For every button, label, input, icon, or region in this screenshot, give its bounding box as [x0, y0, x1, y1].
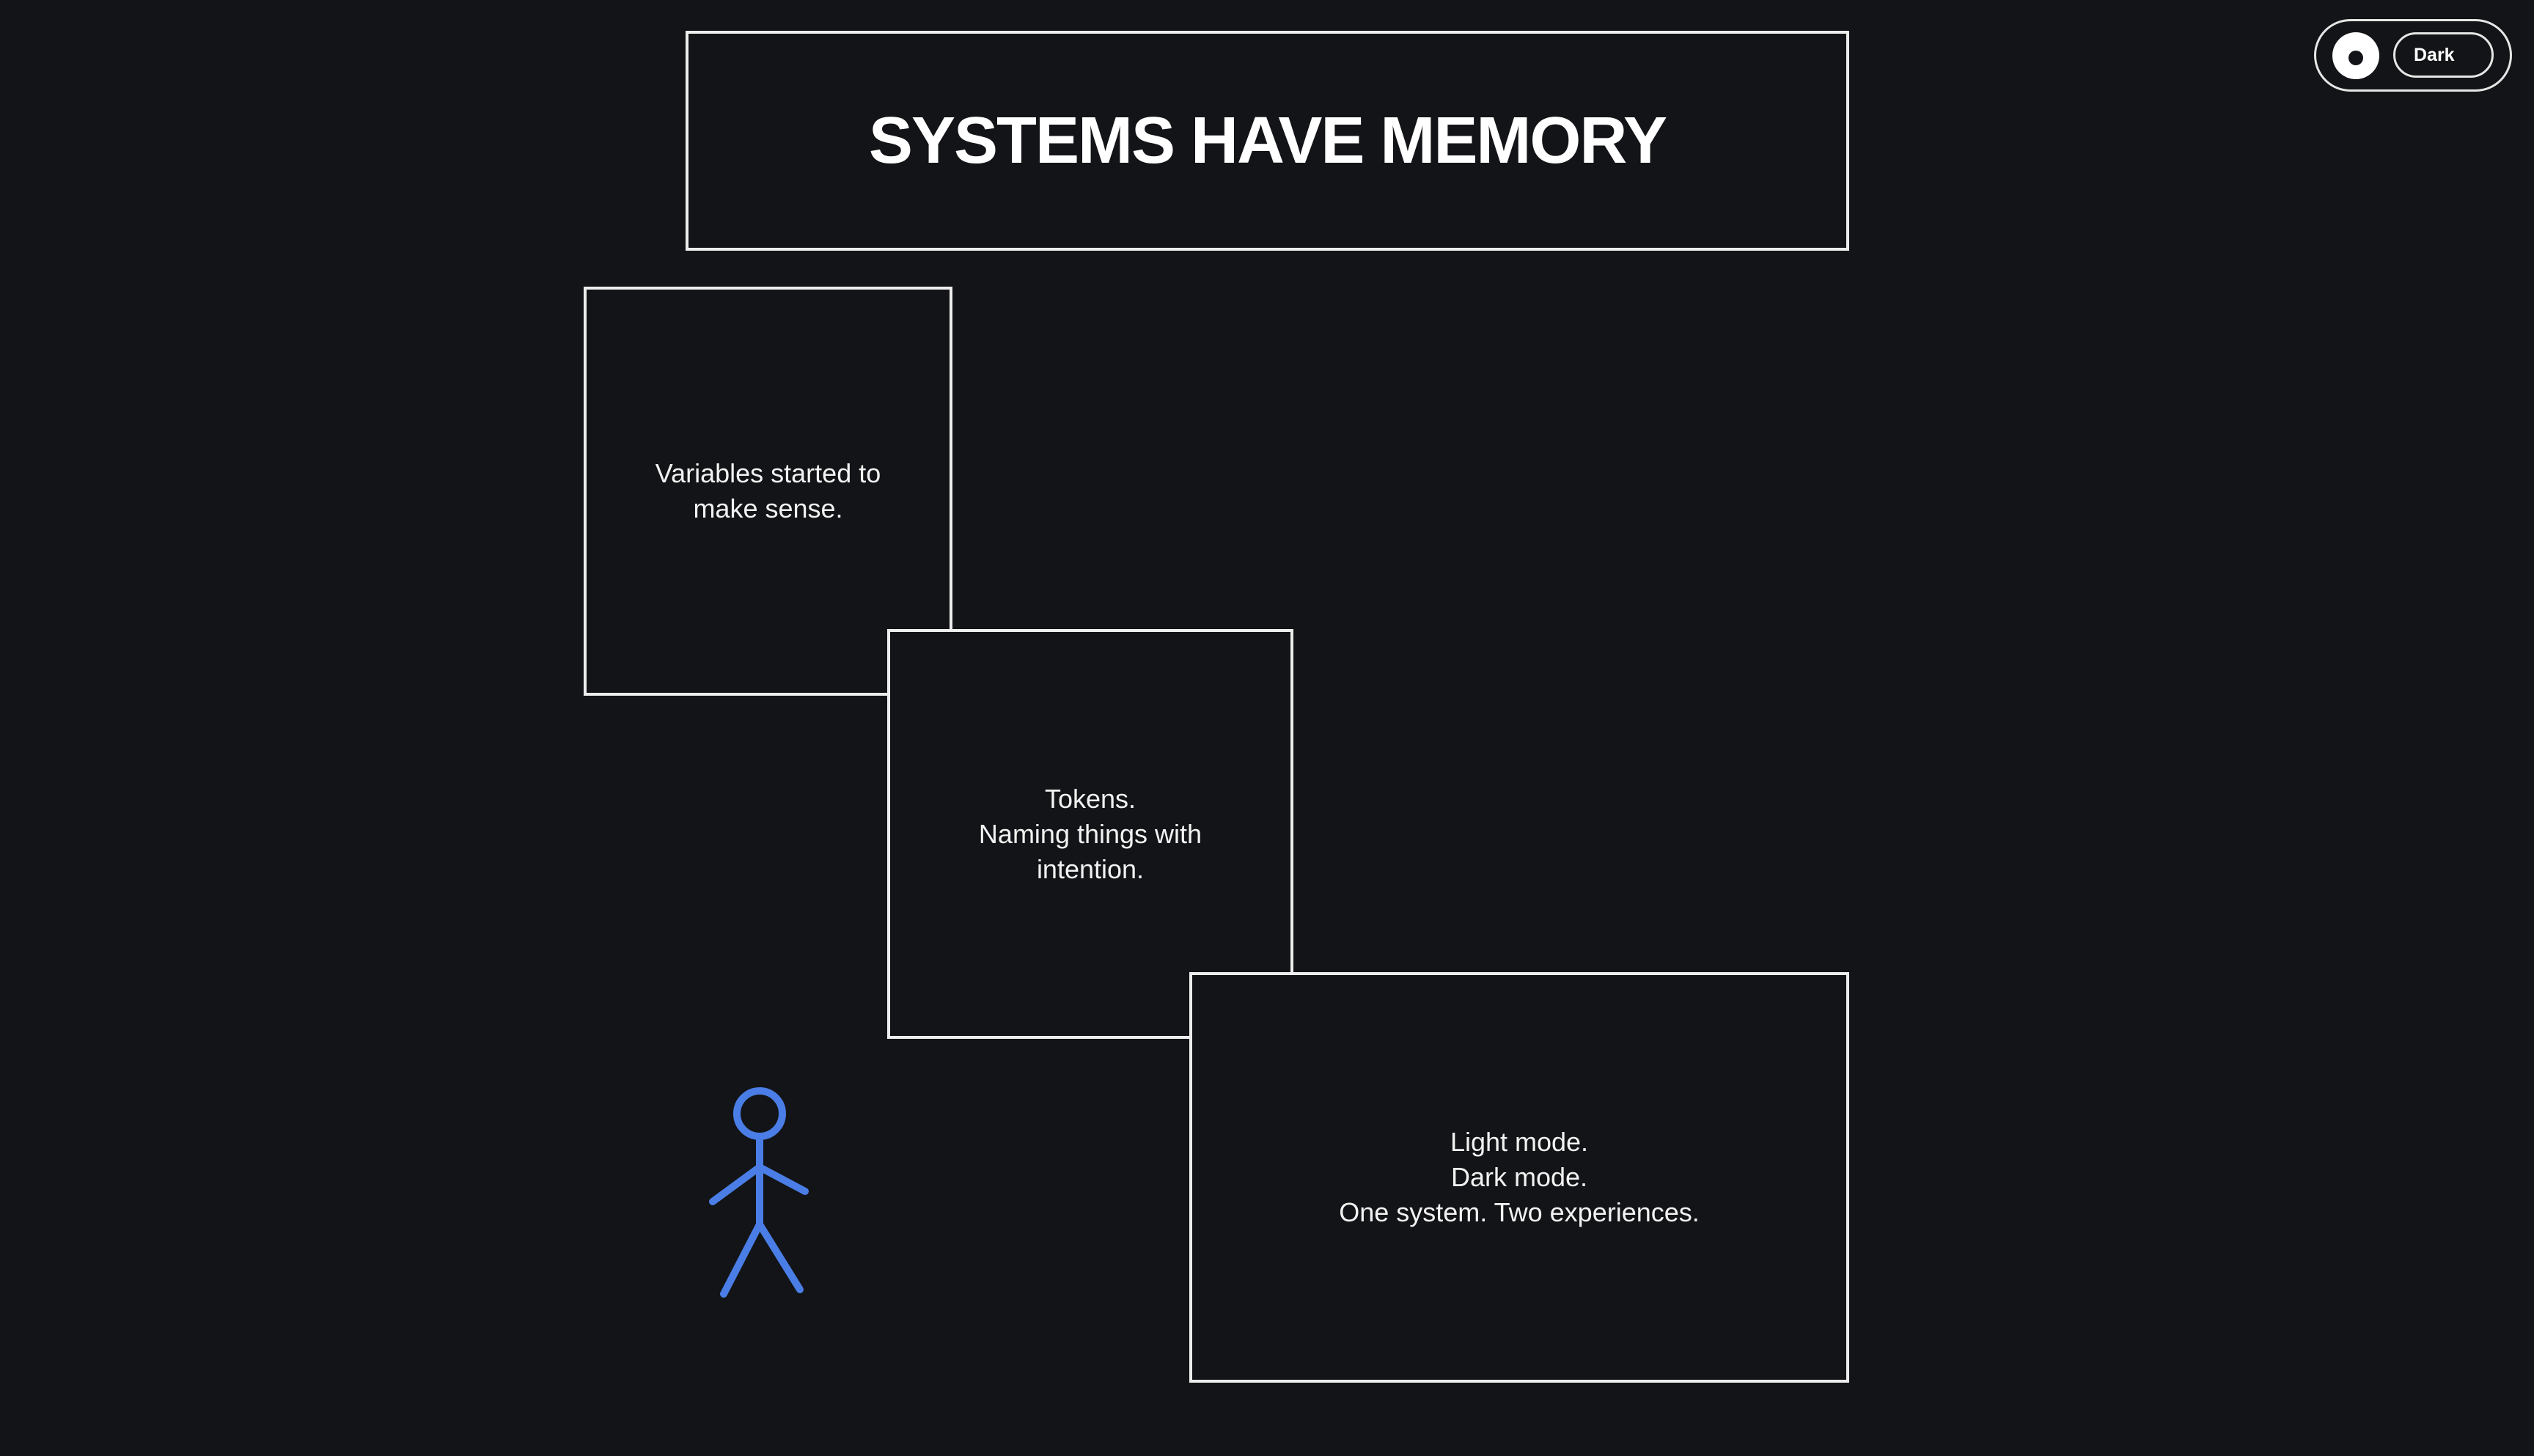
stick-figure-right-leg	[756, 1221, 804, 1293]
theme-toggle-label[interactable]: Dark	[2393, 32, 2494, 78]
card-text: Variables started to make sense.	[641, 456, 896, 526]
stick-figure-left-leg	[720, 1221, 763, 1298]
card-text: Tokens. Naming things with intention.	[964, 782, 1216, 887]
page-title: SYSTEMS HAVE MEMORY	[868, 104, 1667, 177]
stick-figure-right-arm	[756, 1163, 809, 1195]
card-line: Naming things with	[978, 818, 1202, 849]
title-card: SYSTEMS HAVE MEMORY	[686, 31, 1849, 251]
card-line: make sense.	[693, 493, 843, 523]
card-variables: Variables started to make sense.	[584, 287, 952, 696]
theme-toggle[interactable]: Dark	[2314, 19, 2512, 92]
card-line: Tokens.	[1044, 783, 1136, 814]
card-modes: Light mode. Dark mode. One system. Two e…	[1189, 972, 1849, 1383]
contrast-icon-dot	[2348, 51, 2363, 65]
stick-figure-left-arm	[709, 1163, 763, 1205]
card-tokens: Tokens. Naming things with intention.	[887, 629, 1293, 1039]
stick-figure-icon	[709, 1087, 809, 1298]
card-line: One system. Two experiences.	[1339, 1197, 1700, 1227]
contrast-icon[interactable]	[2332, 32, 2379, 79]
card-line: Variables started to	[655, 458, 881, 488]
stick-figure-head	[733, 1087, 786, 1140]
card-line: Dark mode.	[1450, 1162, 1588, 1192]
card-text: Light mode. Dark mode. One system. Two e…	[1324, 1125, 1714, 1230]
card-line: intention.	[1036, 853, 1145, 884]
card-line: Light mode.	[1450, 1127, 1589, 1157]
